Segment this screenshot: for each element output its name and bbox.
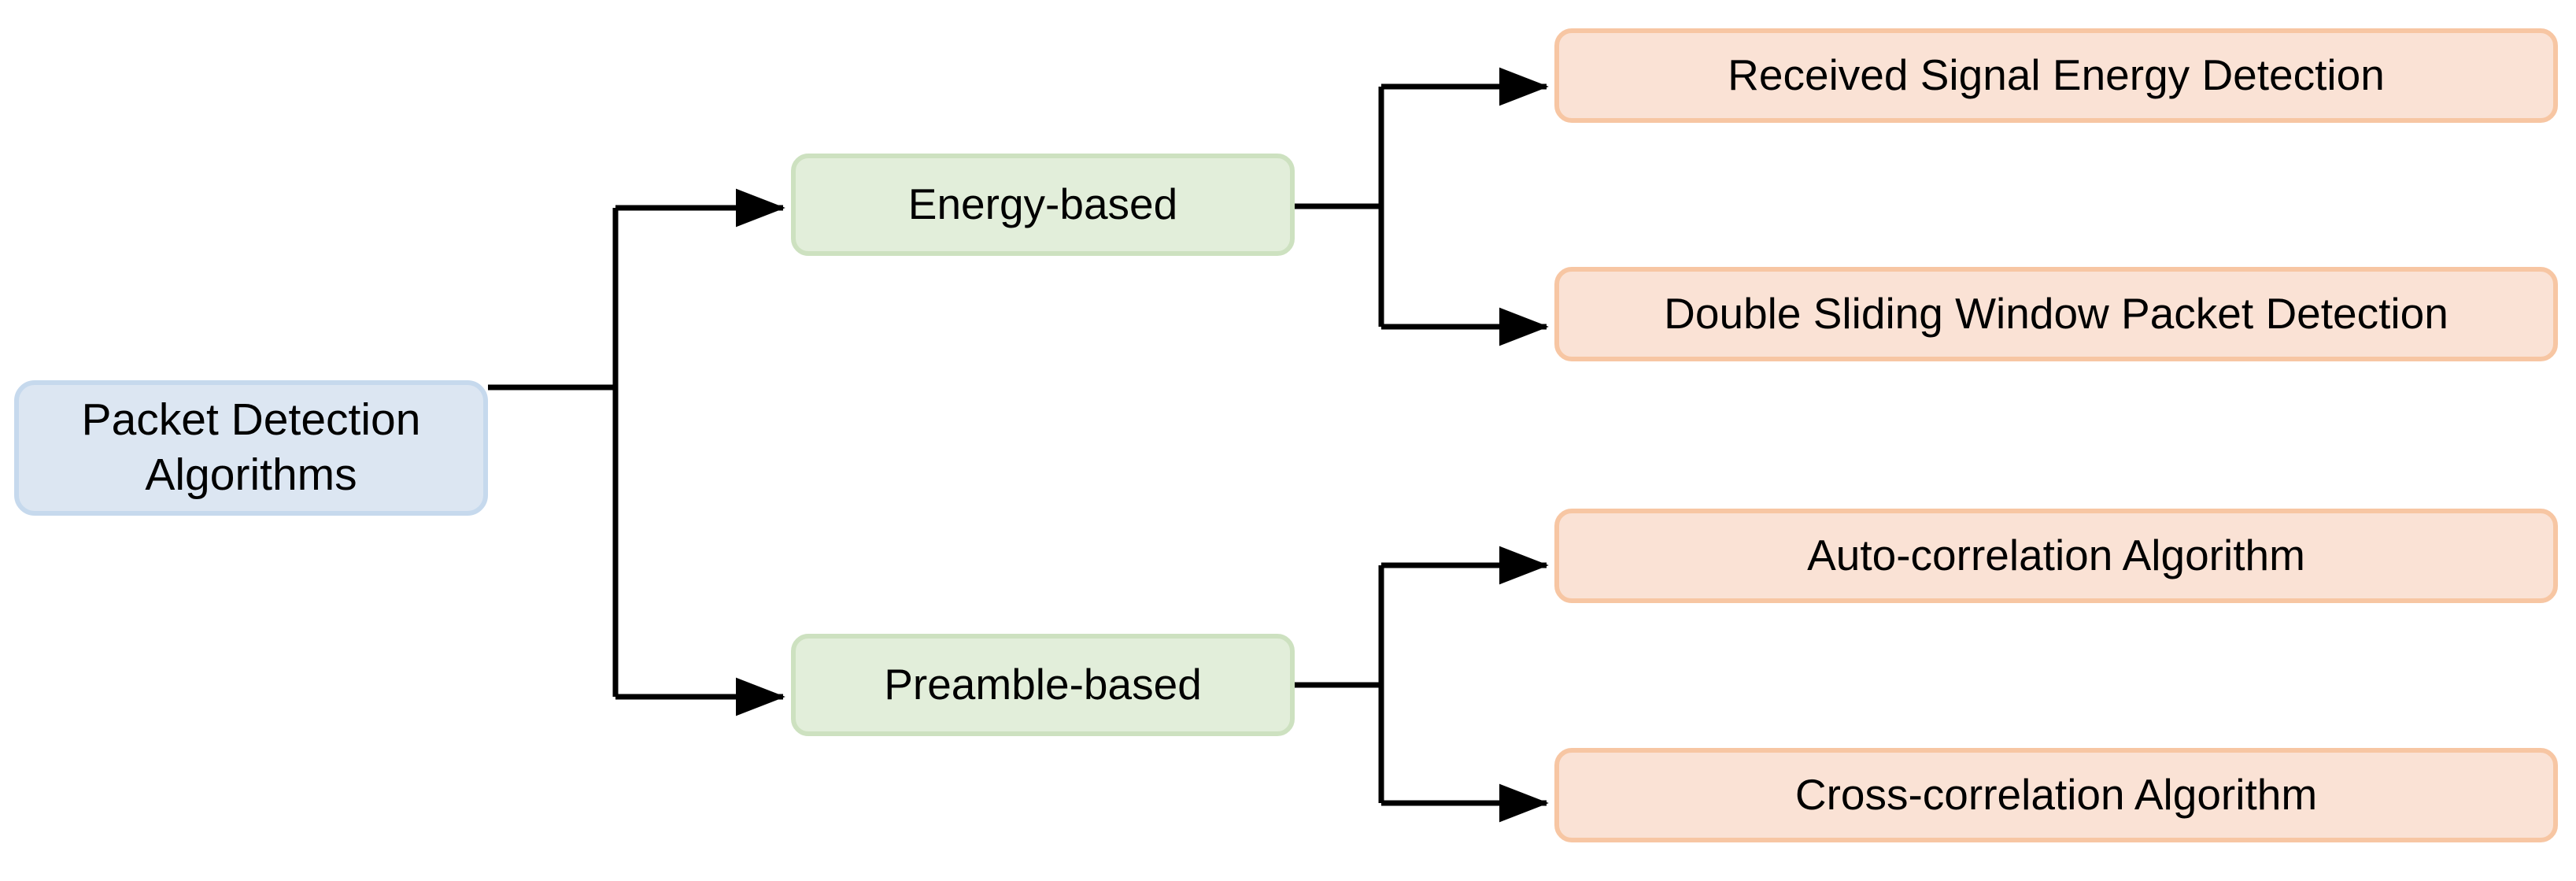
node-label-root: Packet Detection Algorithms <box>81 394 421 500</box>
node-label-cross-correlation-algorithm: Cross-correlation Algorithm <box>1794 770 2318 820</box>
node-packet-detection-algorithms[interactable]: Packet Detection Algorithms <box>14 380 488 516</box>
node-cross-correlation-algorithm[interactable]: Cross-correlation Algorithm <box>1554 748 2558 842</box>
node-received-signal-energy-detection[interactable]: Received Signal Energy Detection <box>1554 28 2558 123</box>
node-label-double-sliding-window-packet-detection: Double Sliding Window Packet Detection <box>1664 289 2448 339</box>
node-energy-based[interactable]: Energy-based <box>791 154 1295 256</box>
node-label-preamble-based: Preamble-based <box>884 660 1202 709</box>
node-double-sliding-window-packet-detection[interactable]: Double Sliding Window Packet Detection <box>1554 267 2558 361</box>
node-label-auto-correlation-algorithm: Auto-correlation Algorithm <box>1807 531 2305 580</box>
node-label-received-signal-energy-detection: Received Signal Energy Detection <box>1728 50 2385 100</box>
node-preamble-based[interactable]: Preamble-based <box>791 634 1295 736</box>
node-auto-correlation-algorithm[interactable]: Auto-correlation Algorithm <box>1554 509 2558 603</box>
node-label-energy-based: Energy-based <box>907 180 1178 229</box>
